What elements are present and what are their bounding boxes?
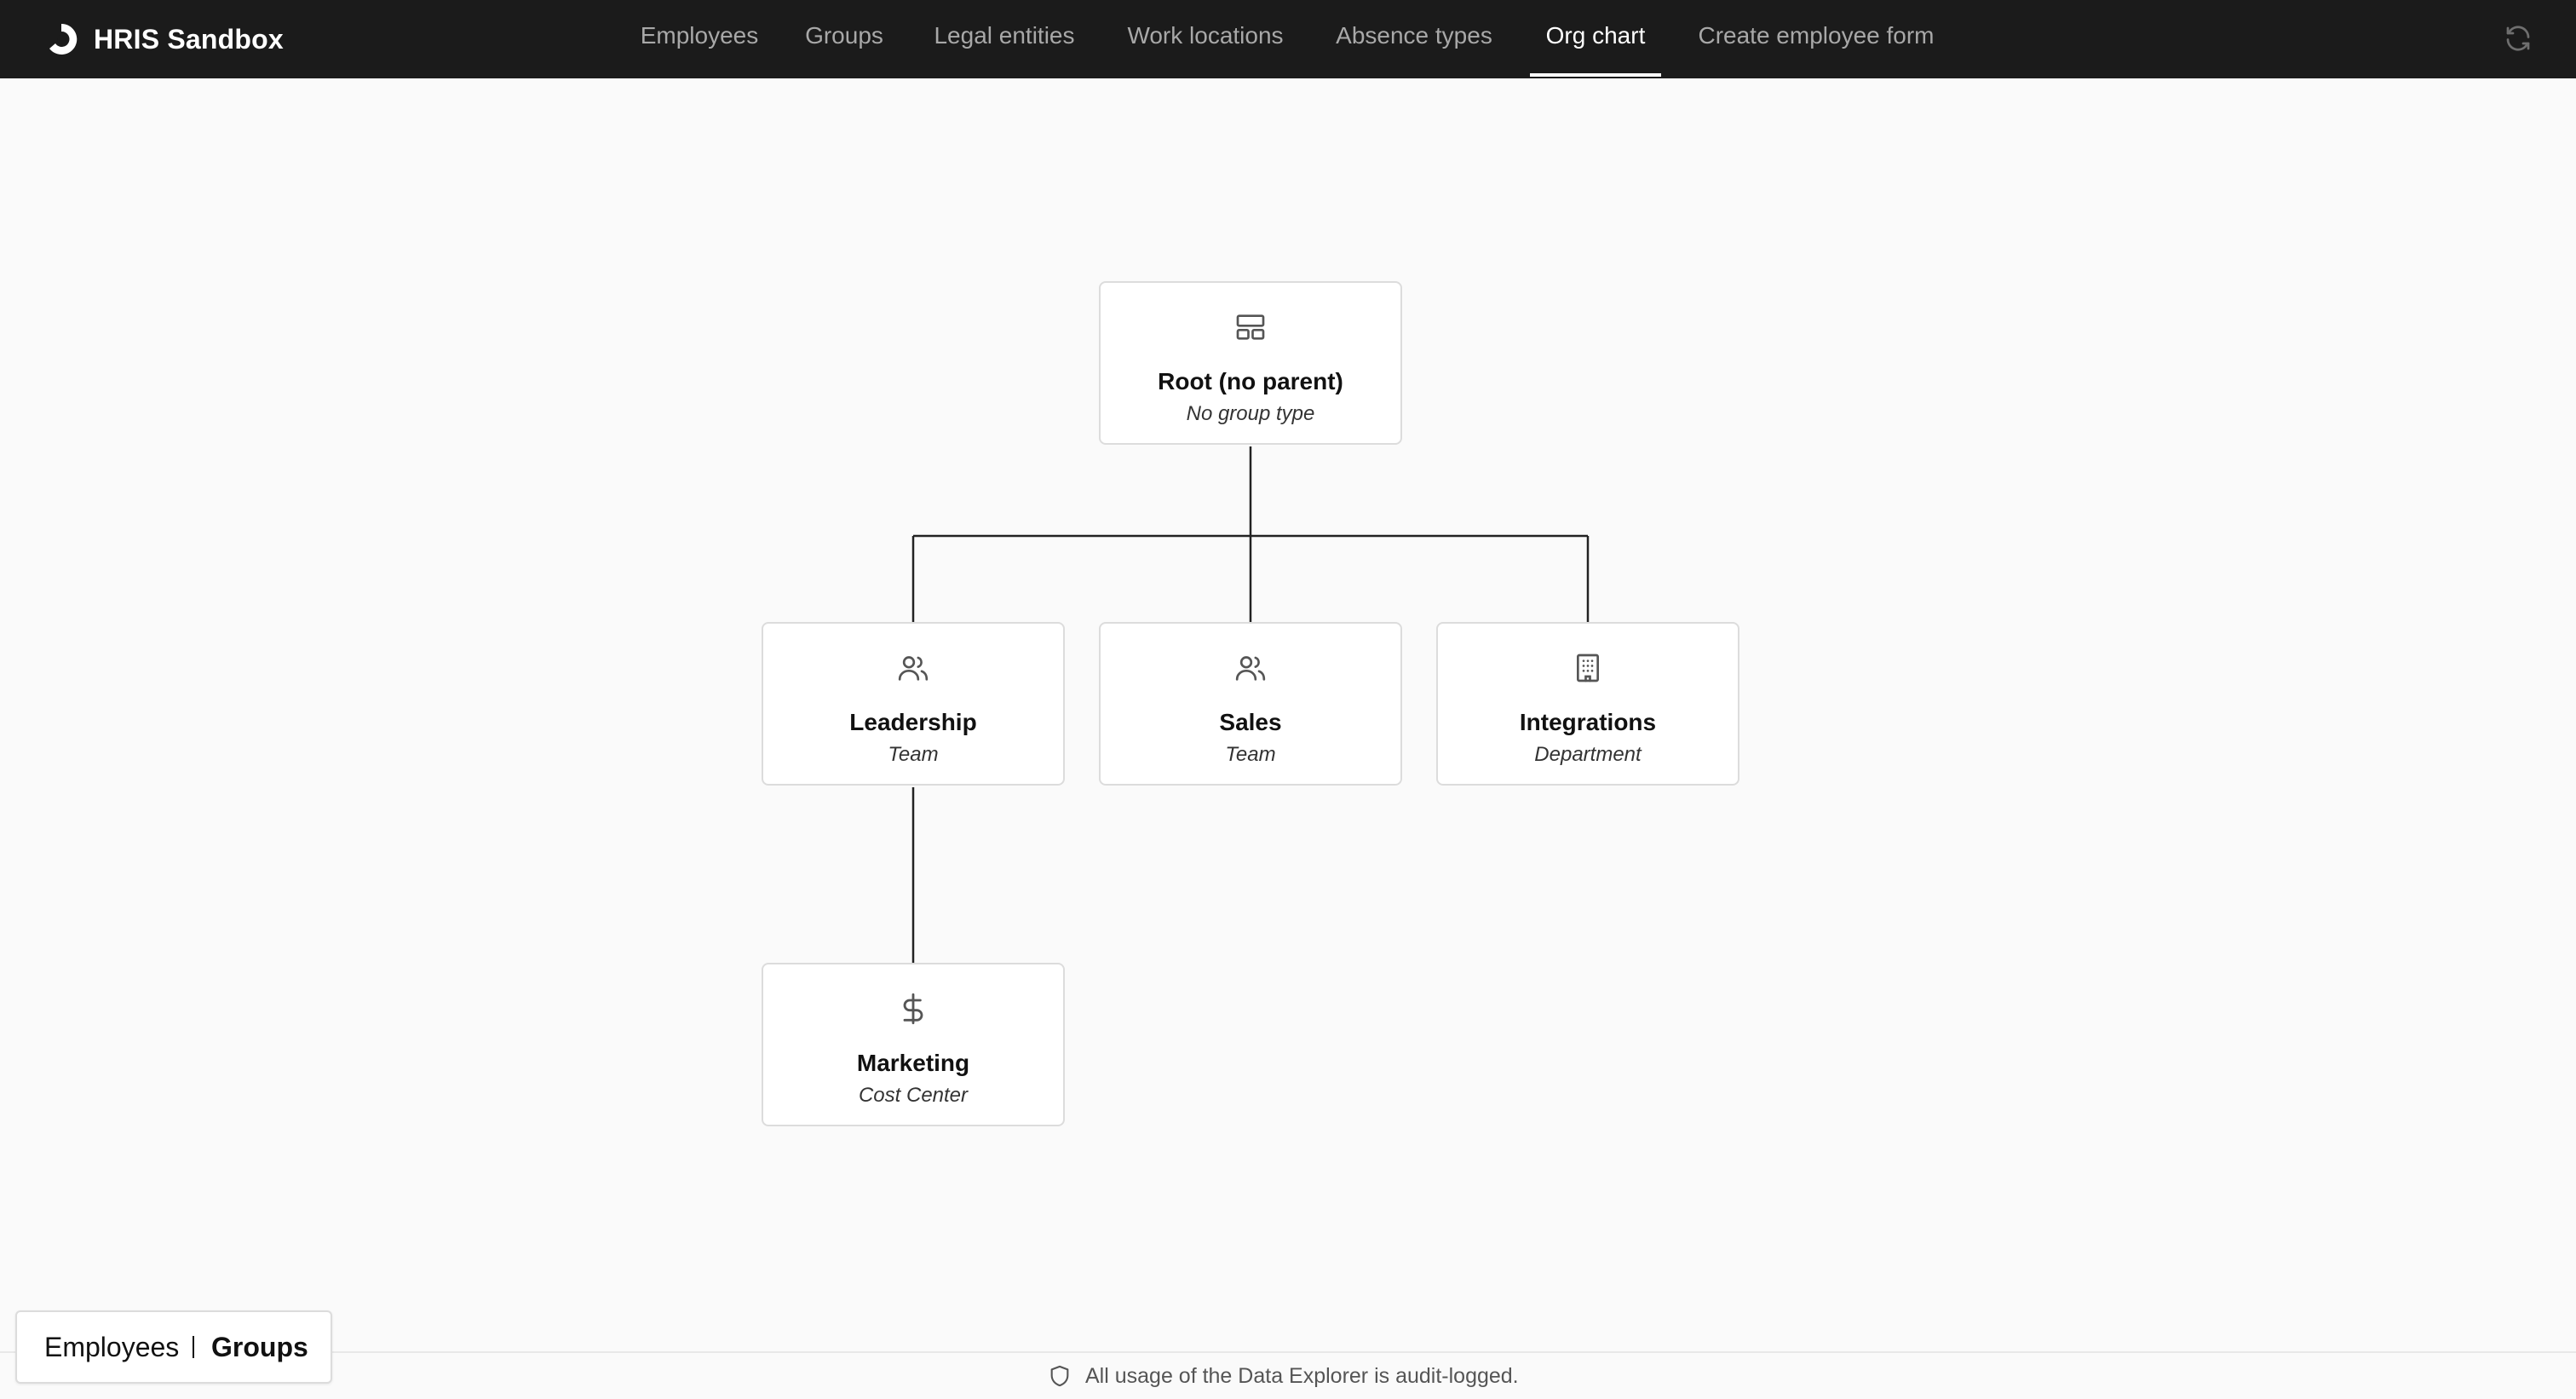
tab-groups[interactable]: Groups [805,22,883,49]
switch-groups[interactable]: Groups [211,1332,308,1362]
tab-legal-entities[interactable]: Legal entities [934,22,1075,49]
audit-notice: All usage of the Data Explorer is audit-… [1048,1363,1519,1389]
org-node-name: Marketing [856,1050,970,1076]
tab-employees[interactable]: Employees [640,22,759,49]
tab-absence-types[interactable]: Absence types [1336,22,1492,49]
org-node-integrations[interactable]: Integrations Department [1436,622,1739,786]
org-node-type: Cost Center [858,1084,969,1107]
tab-create-employee-form[interactable]: Create employee form [1698,22,1935,49]
org-node-name: Integrations [1519,709,1657,735]
users-icon [1235,656,1266,681]
building-icon [1577,653,1599,682]
org-node-name: Leadership [849,709,977,735]
switch-employees[interactable]: Employees [44,1332,180,1362]
org-node-marketing[interactable]: Marketing Cost Center [762,963,1065,1126]
org-node-type: Team [1225,743,1276,766]
brand[interactable]: HRIS Sandbox [44,19,284,60]
refresh-icon[interactable] [2503,23,2533,54]
tab-org-chart[interactable]: Org chart [1530,0,1661,77]
view-switcher: Employees Groups [15,1310,332,1384]
users-icon [898,656,929,681]
org-node-root[interactable]: Root (no parent) No group type [1099,281,1402,445]
org-node-type: No group type [1186,402,1315,425]
footer: All usage of the Data Explorer is audit-… [0,1351,2576,1399]
top-nav-bar: HRIS Sandbox Employees Groups Legal enti… [0,0,2576,78]
audit-notice-text: All usage of the Data Explorer is audit-… [1085,1363,1519,1388]
org-node-leadership[interactable]: Leadership Team [762,622,1065,786]
org-node-name: Root (no parent) [1158,368,1343,394]
org-node-type: Department [1534,743,1642,766]
org-node-type: Team [888,743,939,766]
switcher-divider [193,1336,194,1358]
brand-logo-icon [49,23,78,55]
layout-icon [1236,314,1265,340]
org-node-name: Sales [1219,709,1282,735]
shield-icon [1050,1365,1069,1387]
dollar-icon [903,993,923,1025]
tab-work-locations[interactable]: Work locations [1127,22,1284,49]
brand-name: HRIS Sandbox [94,23,284,55]
org-node-sales[interactable]: Sales Team [1099,622,1402,786]
